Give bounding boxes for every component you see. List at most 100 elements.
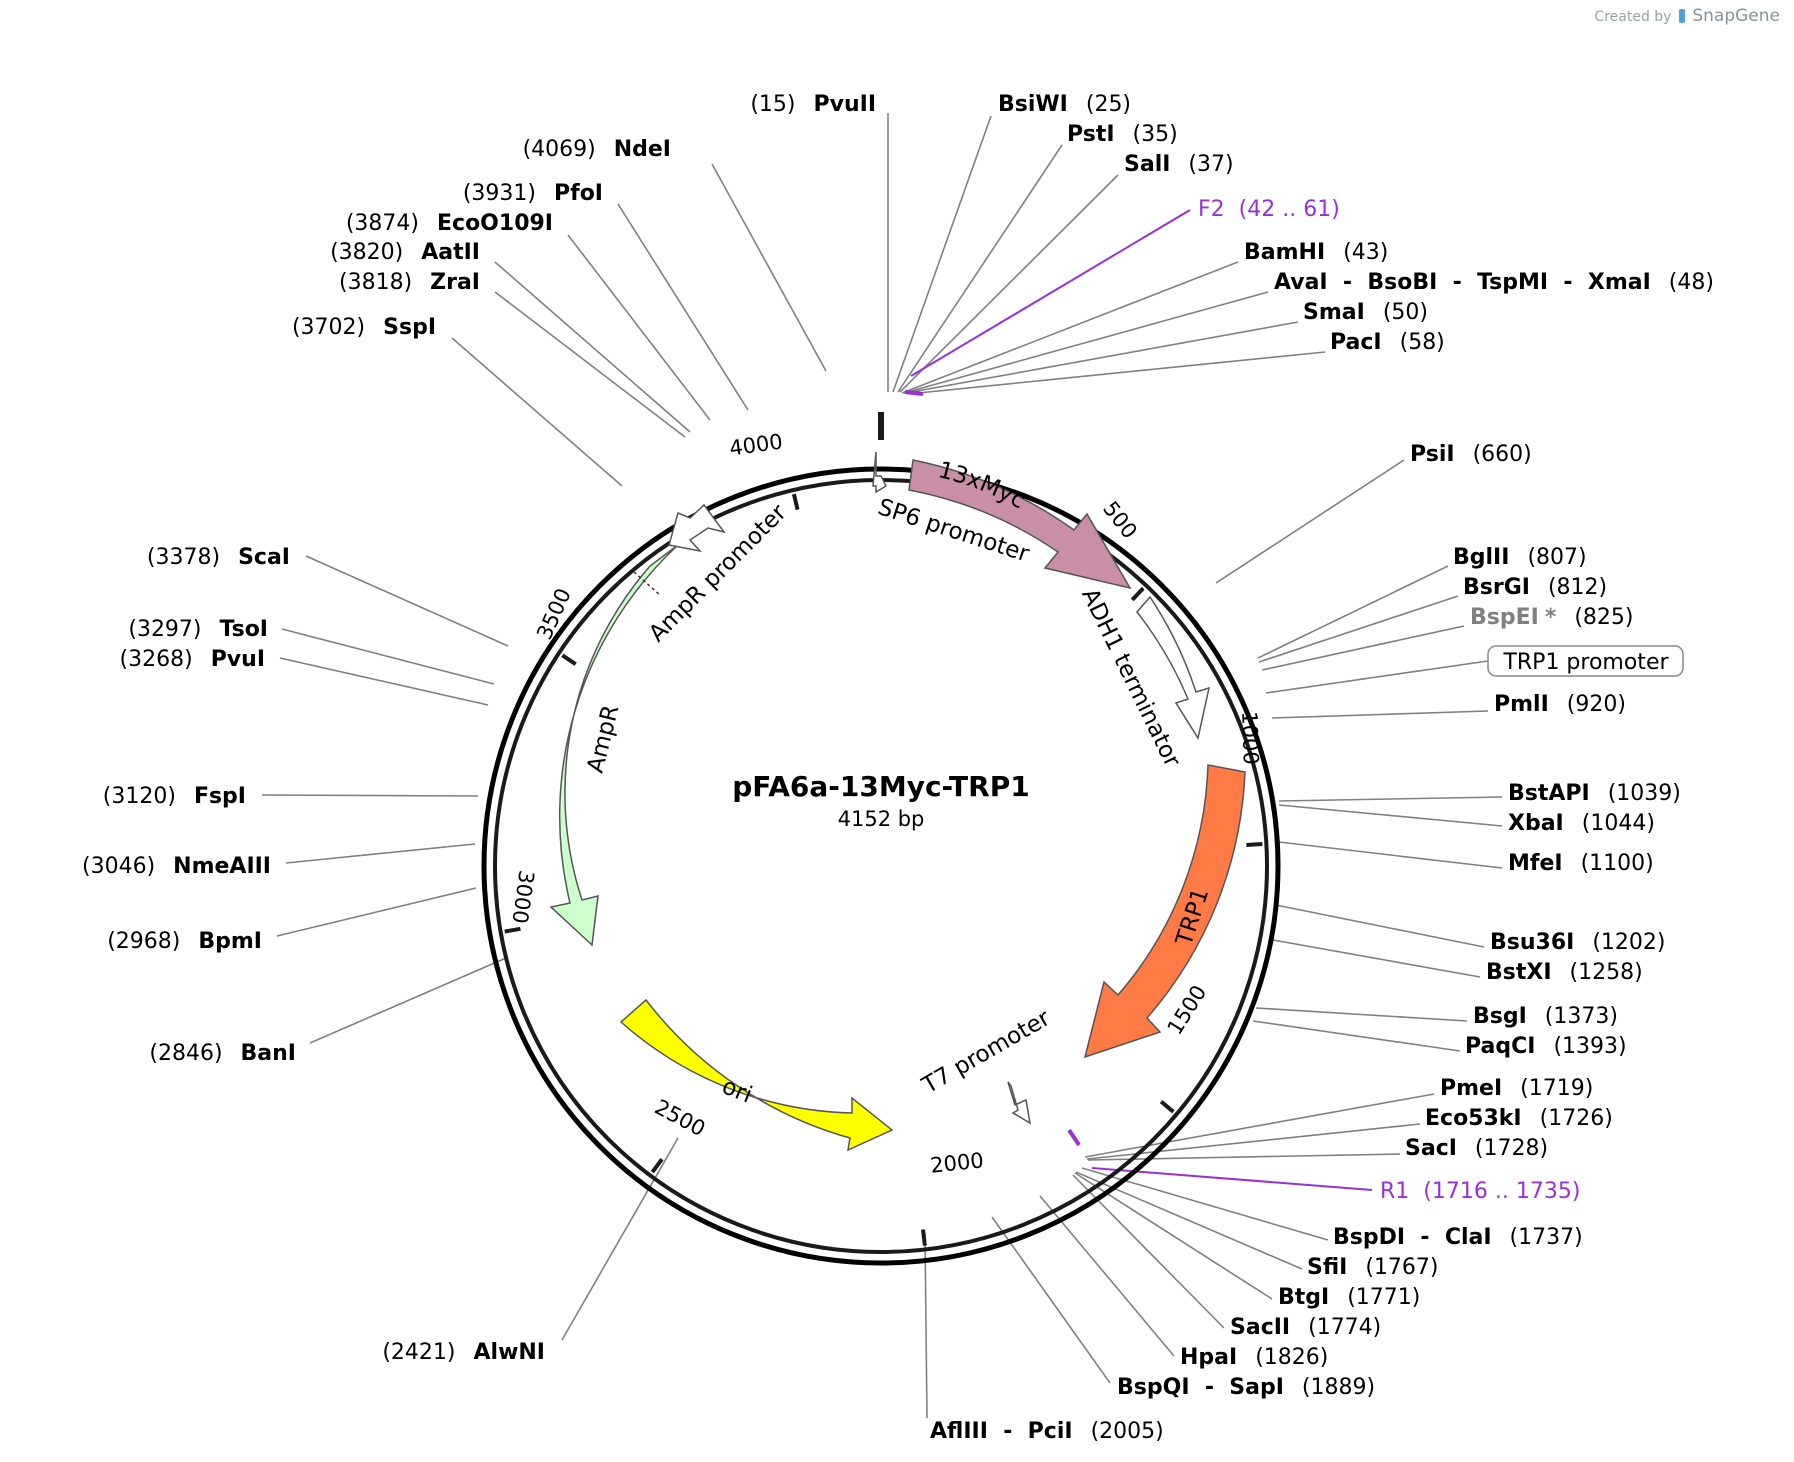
tick-marks — [504, 493, 1263, 1246]
site-enzyme-name: SacII — [1230, 1315, 1290, 1340]
site-connector-line — [309, 957, 507, 1044]
site-enzyme-name: BstAPI — [1508, 781, 1590, 806]
site-connector-line — [1278, 796, 1503, 802]
site-position: (58) — [1400, 330, 1445, 355]
site-connector-line — [1075, 1171, 1303, 1270]
site-connector-line — [903, 291, 1269, 394]
site-position: (660) — [1473, 442, 1532, 467]
plasmid-name: pFA6a-13Myc-TRP1 — [732, 770, 1029, 803]
site-enzyme-name: PsiI — [1410, 442, 1455, 467]
restriction-site-label: (3931) PfoI — [463, 181, 603, 206]
site-connector-line — [711, 163, 827, 372]
site-enzyme-name: SalI — [1124, 152, 1170, 177]
site-enzyme-name: NmeAIII — [173, 854, 271, 879]
site-position: (3818) — [339, 270, 412, 295]
site-position: (3820) — [330, 240, 403, 265]
site-enzyme-name: HpaI — [1180, 1345, 1237, 1370]
site-enzyme-name: SacI — [1405, 1136, 1457, 1161]
site-enzyme-name: BsrGI — [1463, 575, 1530, 600]
site-enzyme-name: AatII — [421, 240, 480, 265]
site-position: (1202) — [1592, 930, 1665, 955]
site-connector-line — [1081, 1167, 1329, 1241]
site-connector-line — [1086, 1123, 1421, 1160]
tick-label: 3500 — [532, 585, 576, 644]
tick-mark — [1130, 586, 1145, 602]
site-position: (50) — [1383, 300, 1428, 325]
trp1-promoter-label: TRP1 promoter — [1502, 650, 1669, 675]
site-connector-line — [561, 1137, 679, 1341]
site-connector-line — [1278, 841, 1503, 869]
site-connector-line — [494, 261, 691, 433]
site-position: (43) — [1343, 240, 1388, 265]
site-position: (920) — [1567, 692, 1626, 717]
restriction-site-label: BspEI*(825) — [1470, 605, 1634, 630]
site-position: (3931) — [463, 181, 536, 206]
site-position: (4069) — [523, 137, 596, 162]
trp1-promoter-connector — [1265, 660, 1489, 694]
site-connector-line — [1087, 1153, 1401, 1161]
site-enzyme-name: BanI — [241, 1041, 296, 1066]
site-connector-line — [924, 1232, 928, 1419]
site-connector-line — [451, 337, 623, 487]
site-connector-line — [285, 843, 476, 864]
site-connector-line — [1039, 1195, 1175, 1357]
restriction-site-label: (4069) NdeI — [523, 137, 671, 162]
feature-label-t7-promoter: T7 promoter — [917, 1005, 1055, 1100]
site-connector-line — [494, 291, 686, 438]
site-enzyme-name: ZraI — [430, 270, 480, 295]
site-position: (3268) — [120, 647, 193, 672]
restriction-site-label: HpaI(1826) — [1180, 1345, 1328, 1370]
restriction-site-label: (2968)BpmI — [107, 929, 262, 954]
restriction-site-label: BsrGI(812) — [1463, 575, 1607, 600]
site-position: (15) — [750, 92, 795, 117]
site-position: (1258) — [1570, 960, 1643, 985]
site-position: (2968) — [107, 929, 180, 954]
site-enzyme-name: PstI — [1067, 122, 1115, 147]
restriction-site-label: (3046)NmeAIII — [82, 854, 271, 879]
site-connector-line — [1252, 1020, 1461, 1052]
credit-prefix: Created by — [1594, 9, 1672, 25]
feature-label-ampr-promoter: AmpR promoter — [644, 499, 792, 647]
feature-adh1-terminator-arrow — [1136, 595, 1211, 740]
site-enzyme-name: BamHI — [1244, 240, 1325, 265]
site-enzyme-name: AlwNI — [474, 1340, 546, 1365]
snapgene-logo-icon — [1678, 9, 1685, 23]
tick-mark — [504, 926, 521, 934]
site-position: (1737) — [1510, 1225, 1583, 1250]
tick-label: 2500 — [651, 1095, 709, 1141]
restriction-site-label: PmlI (920) — [1494, 692, 1626, 717]
restriction-site-labels: (15)PvuII(4069)NdeI(3931)PfoI(3874)EcoO1… — [82, 92, 1714, 1444]
site-enzyme-name: PmlI — [1494, 692, 1549, 717]
restriction-site-label: MfeI(1100) — [1508, 851, 1654, 876]
feature-ori-arrow — [619, 998, 894, 1152]
restriction-site-label: BtgI(1771) — [1278, 1285, 1420, 1310]
site-connector-line — [1255, 1007, 1468, 1022]
site-enzyme-name: XbaI — [1508, 811, 1564, 836]
site-position: (35) — [1133, 122, 1178, 147]
site-connector-line — [1215, 459, 1405, 584]
credit-brand: SnapGene — [1692, 6, 1780, 26]
site-enzyme-name: NdeI — [614, 137, 671, 162]
site-connector-line — [1257, 565, 1449, 659]
restriction-site-label: BglII(807) — [1453, 545, 1587, 570]
site-enzyme-name: SspI — [383, 315, 436, 340]
restriction-site-label: SacI(1728) — [1405, 1136, 1548, 1161]
site-position: (1393) — [1553, 1034, 1626, 1059]
site-position: (1767) — [1365, 1255, 1438, 1280]
primer-f2-mark — [904, 390, 924, 396]
restriction-site-label: SalI(37) — [1124, 152, 1234, 177]
restriction-site-label: (2421)AlwNI — [382, 1340, 545, 1365]
restriction-site-label: PsiI (660) — [1410, 442, 1532, 467]
site-connector-line — [261, 794, 479, 797]
site-enzyme-name: PfoI — [554, 181, 603, 206]
restriction-site-label: PaqCI (1393) — [1465, 1034, 1627, 1059]
restriction-site-label: (3120)FspI — [103, 784, 246, 809]
site-position: (3702) — [292, 315, 365, 340]
site-connector-line — [899, 174, 1119, 393]
site-position: (2846) — [149, 1041, 222, 1066]
tick-label: 2000 — [929, 1148, 985, 1177]
site-connector-line — [1275, 904, 1485, 948]
site-enzyme-name: TsoI — [220, 617, 268, 642]
site-enzyme-name: PaqCI — [1465, 1034, 1535, 1059]
